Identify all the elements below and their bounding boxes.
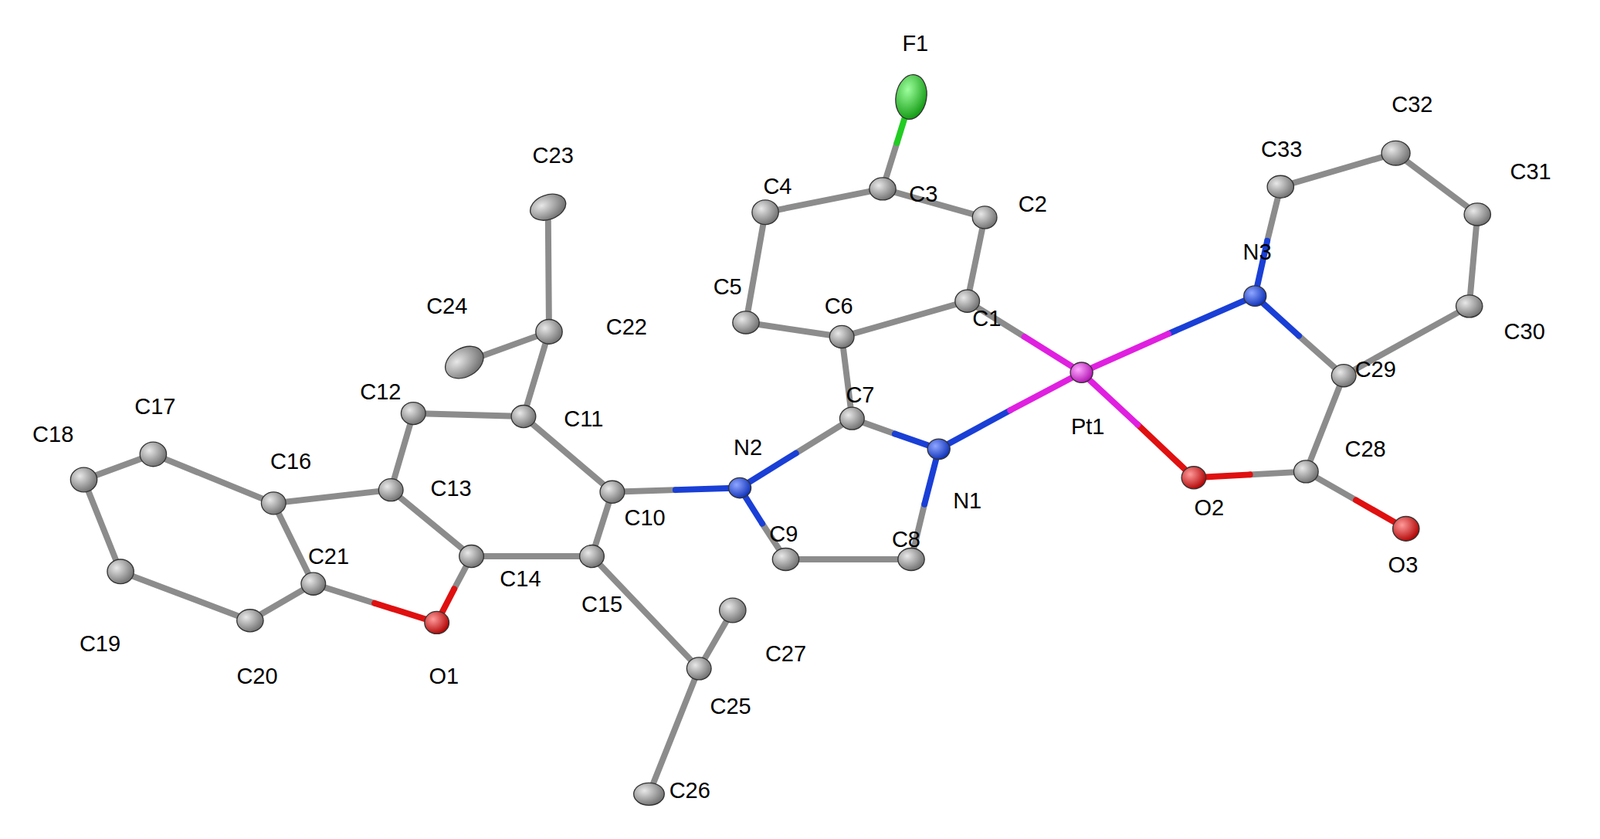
atom-label: Pt1	[1071, 415, 1106, 438]
atom-label: C24	[426, 294, 468, 318]
bonds	[84, 97, 1478, 794]
atom-label: C14	[499, 567, 541, 590]
atom-label: O3	[1388, 552, 1419, 576]
atom-label: C15	[581, 593, 623, 616]
atom-label: C12	[359, 380, 401, 404]
atom-label: C9	[769, 522, 798, 546]
atom-label: C17	[134, 394, 176, 417]
atom-label: O1	[428, 664, 459, 687]
atom-label: C27	[765, 641, 807, 665]
atom-label: N1	[952, 488, 982, 512]
atoms	[70, 71, 1491, 805]
atom-label: C1	[972, 307, 1001, 330]
atom-label: C11	[563, 406, 604, 430]
atom-label: C7	[845, 383, 875, 407]
atom-label: C30	[1504, 320, 1546, 343]
atom-label: C2	[1018, 193, 1048, 216]
atom-label: C23	[532, 143, 574, 167]
atom-label: C32	[1391, 92, 1433, 116]
atom-label: C20	[236, 664, 278, 687]
atom-label: C10	[624, 505, 666, 529]
atom-label: C31	[1510, 160, 1552, 184]
atom-label: C13	[430, 476, 472, 499]
atom-label: C19	[79, 631, 121, 655]
atom-label: C29	[1355, 358, 1397, 381]
atom-label: C26	[669, 778, 711, 801]
atom-label: C16	[270, 450, 312, 473]
atom-label: C18	[32, 422, 74, 445]
atom-label: C25	[710, 694, 752, 718]
atom-label: C4	[762, 174, 792, 197]
atom-label: C21	[308, 545, 350, 568]
atom-label: F1	[901, 31, 929, 55]
atom-label: C6	[824, 294, 854, 318]
atom-label: C33	[1261, 137, 1302, 160]
atom-label: N3	[1242, 240, 1272, 264]
atom-label: N2	[733, 435, 763, 458]
atom-label: C22	[606, 315, 648, 338]
atom-label: C5	[713, 275, 743, 299]
atom-label: C3	[908, 183, 938, 206]
atom-label: O2	[1194, 495, 1225, 519]
atom-label: C28	[1344, 437, 1386, 461]
atom-label: C8	[891, 527, 921, 550]
